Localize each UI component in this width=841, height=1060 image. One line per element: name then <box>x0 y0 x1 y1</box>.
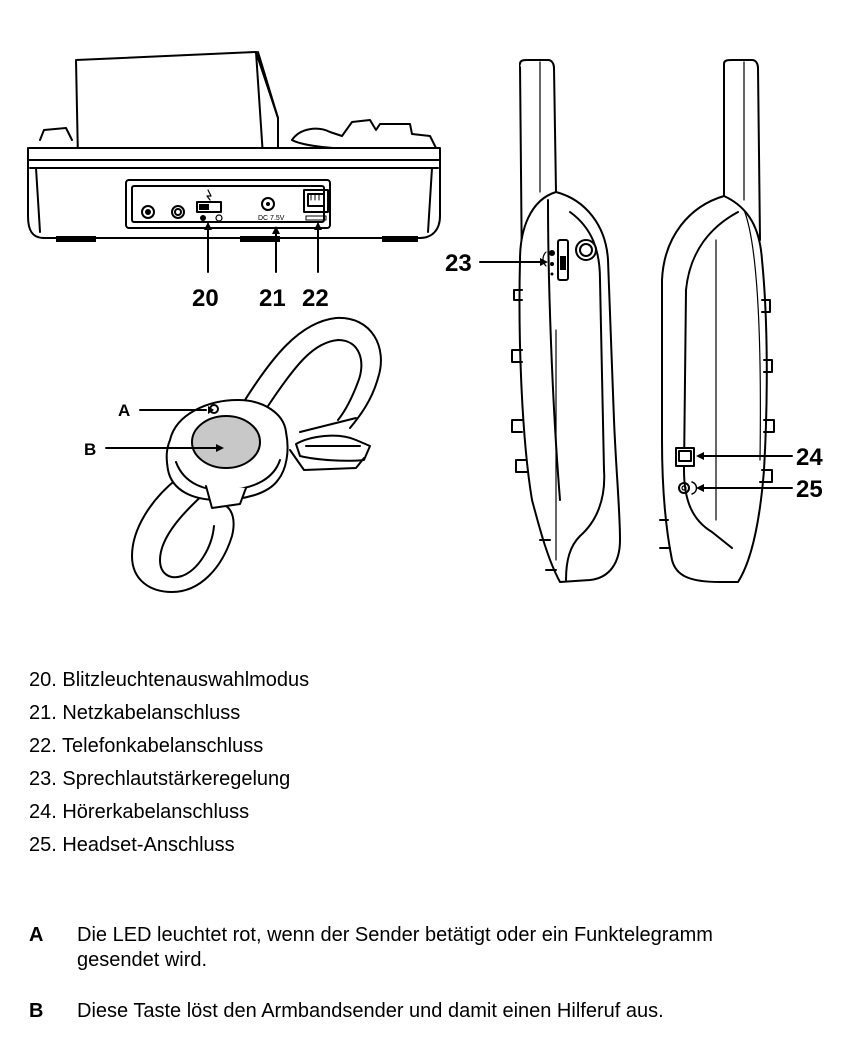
leader-lines-transmitter <box>105 409 217 449</box>
legend-item-25: 25. Headset-Anschluss <box>29 834 235 856</box>
legend-item-20: 20. Blitzleuchtenauswahlmodus <box>29 669 310 691</box>
handset-side-left <box>511 59 621 583</box>
legend-item-24: 24. Hörerkabelanschluss <box>29 801 250 823</box>
callout-A: A <box>118 401 130 420</box>
leader-lines-base <box>207 223 319 273</box>
callout-20: 20 <box>192 285 219 312</box>
handset-side-right <box>659 59 775 583</box>
description-key-B: B <box>29 1000 44 1022</box>
description-B: B Diese Taste löst den Armbandsender und… <box>29 999 819 1049</box>
legend-item-22: 22. Telefonkabelanschluss <box>29 735 264 757</box>
callout-23: 23 <box>445 250 472 277</box>
description-text-B: Diese Taste löst den Armbandsender und d… <box>77 1000 664 1022</box>
callout-B: B <box>84 440 96 459</box>
description-key-A: A <box>29 924 44 946</box>
callout-25: 25 <box>796 476 823 503</box>
callout-21: 21 <box>259 285 286 312</box>
description-A: A Die LED leuchtet rot, wenn der Sender … <box>29 923 819 973</box>
legend-item-23: 23. Sprechlautstärkeregelung <box>29 768 291 790</box>
leader-lines-handset <box>701 455 793 489</box>
component-legend: 20. Blitzleuchtenauswahlmodus 21. Netzka… <box>29 664 819 862</box>
callout-24: 24 <box>796 444 823 471</box>
device-diagram: 20 21 22 23 24 25 A B DC 7.5V <box>27 51 823 593</box>
wrist-transmitter <box>131 316 382 593</box>
base-station-back <box>27 51 441 242</box>
dc-label: DC 7.5V <box>258 215 285 222</box>
legend-item-21: 21. Netzkabelanschluss <box>29 702 241 724</box>
description-text-A: Die LED leuchtet rot, wenn der Sender be… <box>77 924 713 971</box>
callout-22: 22 <box>302 285 329 312</box>
